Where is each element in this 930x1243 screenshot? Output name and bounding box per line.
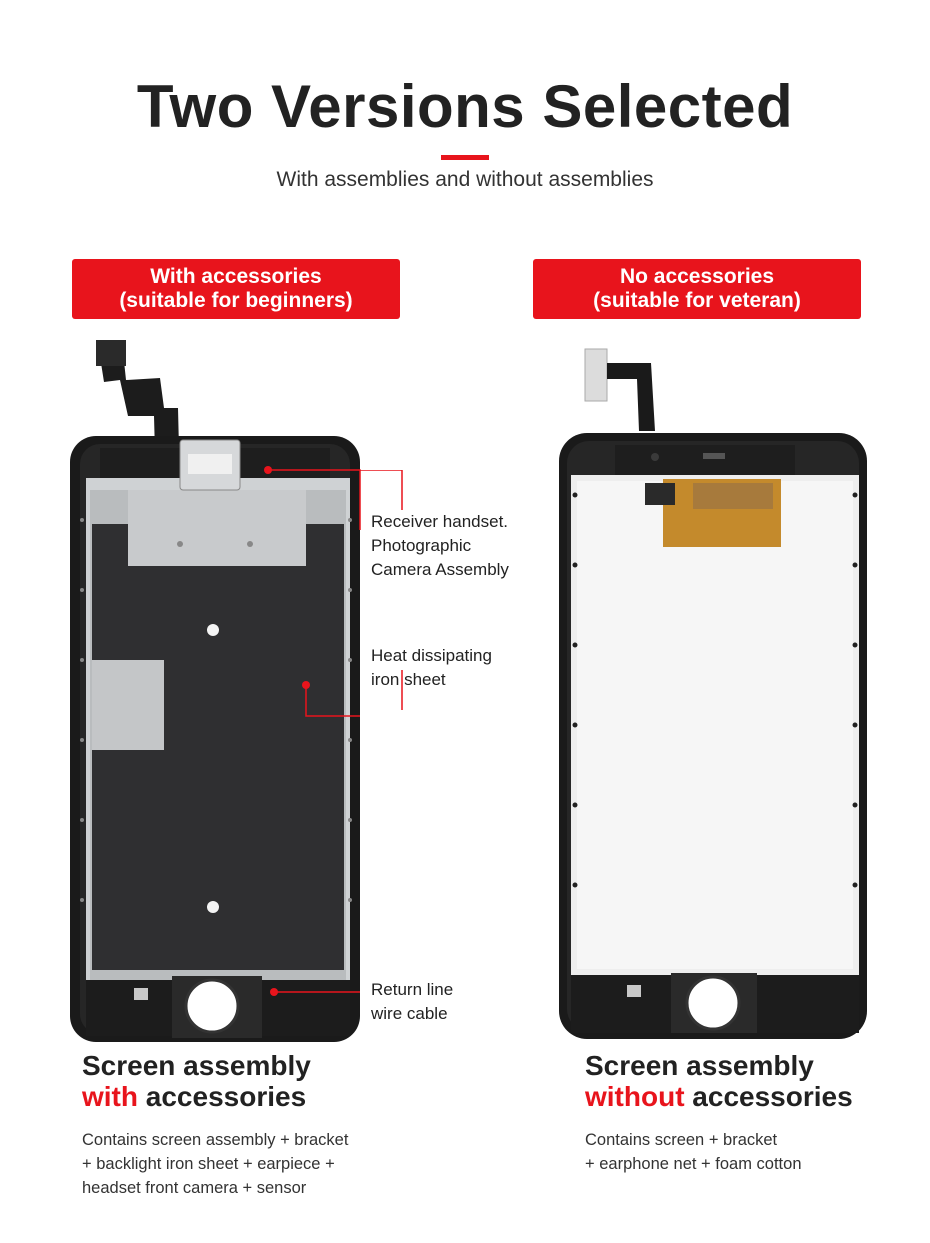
screen-with-accessories-image [70,340,361,1042]
page-subtitle: With assemblies and without assemblies [276,168,654,191]
callout-connector-lines [360,470,403,710]
right-heading: Screen assembly without accessories [585,1050,853,1112]
with-accessories-badge: With accessories (suitable for beginners… [72,259,400,319]
heading-line2: without accessories [585,1081,853,1112]
desc-line: Contains screen + bracket [585,1131,778,1149]
desc-line: Contains screen assembly + bracket [82,1131,349,1149]
heading-rest: accessories [138,1081,307,1112]
page-title: Two Versions Selected [136,73,794,140]
desc-line: headset front camera + sensor [82,1179,307,1197]
heading-rest: accessories [684,1081,853,1112]
heading-highlight: without [585,1081,685,1112]
callout-text: Return line [371,980,454,999]
heading-line1: Screen assembly [585,1050,814,1081]
heading-highlight: with [82,1081,138,1112]
desc-line: + earphone net + foam cotton [585,1155,802,1173]
left-description: Contains screen assembly + bracket + bac… [82,1128,348,1200]
right-description: Contains screen + bracket + earphone net… [585,1128,802,1176]
badge-line1: With accessories [150,265,322,288]
callout-text: iron sheet [371,670,446,689]
callout-text: Receiver handset. [371,512,509,531]
no-accessories-badge: No accessories (suitable for veteran) [533,259,861,319]
badge-line1: No accessories [619,265,775,288]
callout-text: Heat dissipating [371,646,492,665]
desc-line: + backlight iron sheet + earpiece + [82,1155,335,1173]
callout-return-cable: Return line wire cable [371,978,453,1026]
badge-line2: (suitable for veteran) [593,289,801,312]
callout-text: Photographic [371,536,472,555]
screen-without-accessories-image [559,348,867,1039]
callout-heat-sheet: Heat dissipating iron sheet [371,644,492,692]
heading-line1: Screen assembly [82,1050,311,1081]
title-accent-bar [441,155,489,160]
callout-receiver-handset: Receiver handset. Photographic Camera As… [371,510,509,582]
badge-line2: (suitable for beginners) [119,289,353,312]
heading-line2: with accessories [82,1081,311,1112]
left-heading: Screen assembly with accessories [82,1050,311,1112]
callout-text: Camera Assembly [371,560,509,579]
callout-text: wire cable [371,1004,448,1023]
